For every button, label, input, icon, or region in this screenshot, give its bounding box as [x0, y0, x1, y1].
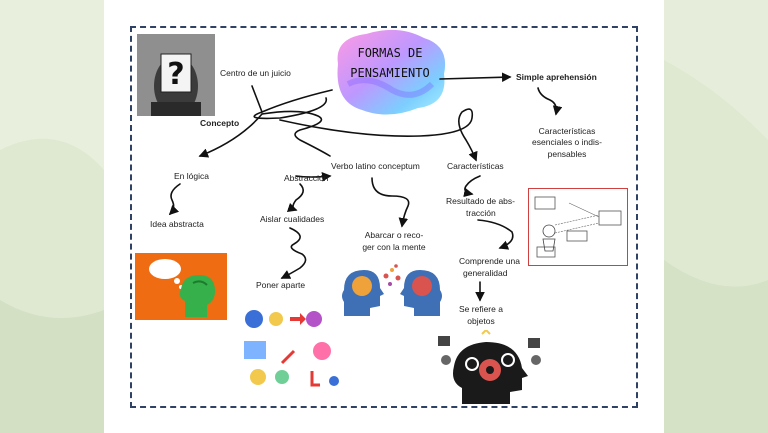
svg-text:?: ?: [167, 57, 184, 92]
node-resultado-1: Resultado de abs-: [446, 196, 515, 206]
diagram-title-line-2: PENSAMIENTO: [350, 66, 430, 80]
question-face-image: ?: [137, 34, 215, 116]
node-caracteristicas: Características: [447, 161, 504, 171]
node-abarcar-2: ger con la mente: [362, 242, 426, 252]
sketch-diagram-image: [528, 188, 628, 266]
node-idea-abstracta: Idea abstracta: [150, 219, 204, 229]
node-verbo-latino: Verbo latino conceptum: [331, 161, 420, 171]
diagram-title-line-1: FORMAS DE: [357, 46, 423, 60]
node-se-refiere-1: Se refiere a: [459, 304, 503, 314]
node-comprende-2: generalidad: [463, 268, 508, 278]
watercolor-title-splash: [328, 24, 452, 120]
node-en-logica: En lógica: [174, 171, 209, 181]
gears-head-image: [432, 330, 546, 404]
dashed-frame: [130, 26, 638, 408]
node-se-refiere-2: objetos: [467, 316, 495, 326]
two-minds-image: [340, 262, 444, 318]
node-poner-aparte: Poner aparte: [256, 280, 306, 290]
node-resultado-2: tracción: [466, 208, 496, 218]
emotions-collage-image: [238, 305, 342, 391]
node-caracteristicas-esenciales-1: Características: [538, 126, 596, 136]
node-aislar-cualidades: Aislar cualidades: [260, 214, 325, 224]
node-abstraccion: Abstracción: [284, 173, 329, 183]
node-caracteristicas-esenciales-3: pensables: [547, 149, 587, 159]
node-centro-juicio: Centro de un juicio: [220, 68, 291, 78]
node-comprende-1: Comprende una: [459, 256, 520, 266]
node-caracteristicas-esenciales-2: esenciales o indis-: [532, 137, 602, 147]
node-simple-aprehension: Simple aprehensión: [516, 72, 597, 82]
node-abarcar-1: Abarcar o reco-: [364, 230, 424, 240]
orange-head-image: [135, 253, 227, 320]
node-concepto: Concepto: [200, 118, 240, 128]
